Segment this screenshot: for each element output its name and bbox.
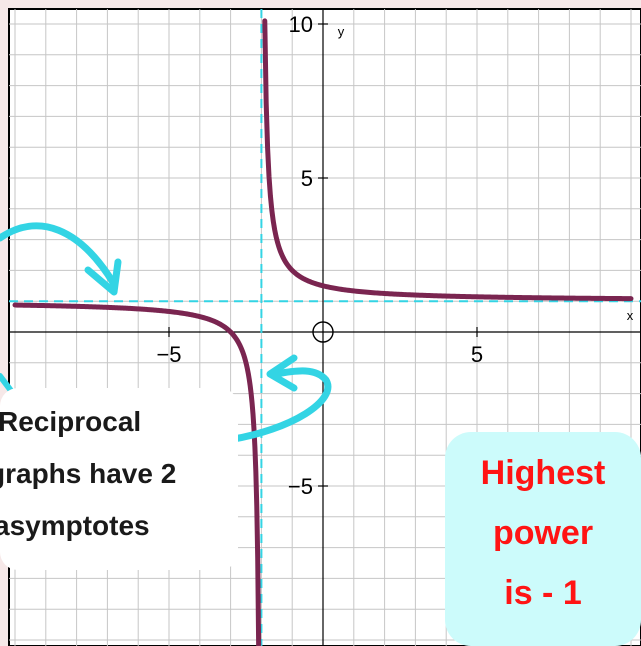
origin-marker [312, 321, 334, 343]
callout-asymptotes-line-2: graphs have 2 [0, 458, 177, 489]
asymptotes [9, 9, 641, 646]
arrowhead-horizontal [84, 258, 122, 296]
arrow-to-vertical-asymptote [224, 367, 332, 444]
curves [12, 18, 634, 646]
y-tick-label: 5 [301, 166, 313, 191]
y-axis-label: y [338, 24, 345, 39]
y-tick-label: 10 [289, 12, 313, 37]
arrowhead-vertical [266, 354, 298, 392]
y-tick-label: −5 [288, 474, 313, 499]
x-axis-label: x [627, 308, 634, 323]
callout-power-line-2: power [492, 514, 594, 552]
arrow-to-horizontal-asymptote [0, 222, 118, 288]
curve-left-branch [12, 302, 262, 646]
arrows [0, 222, 332, 444]
callout-highest-power: Highest power is - 1 [445, 432, 641, 646]
callout-power-line-1: Highest [480, 454, 606, 492]
callout-asymptotes-line-1: Reciprocal [0, 406, 142, 437]
callout-asymptotes: Reciprocal graphs have 2 asymptotes [0, 388, 238, 570]
x-tick-label: −5 [156, 342, 181, 367]
curve-right-branch [262, 18, 634, 302]
x-tick-label: 5 [471, 342, 483, 367]
callout-asymptotes-line-3: asymptotes [0, 510, 150, 541]
axes [9, 9, 641, 646]
tick-labels: −5 5 10 5 −5 x y [156, 12, 633, 499]
callout-power-line-3: is - 1 [504, 574, 582, 612]
